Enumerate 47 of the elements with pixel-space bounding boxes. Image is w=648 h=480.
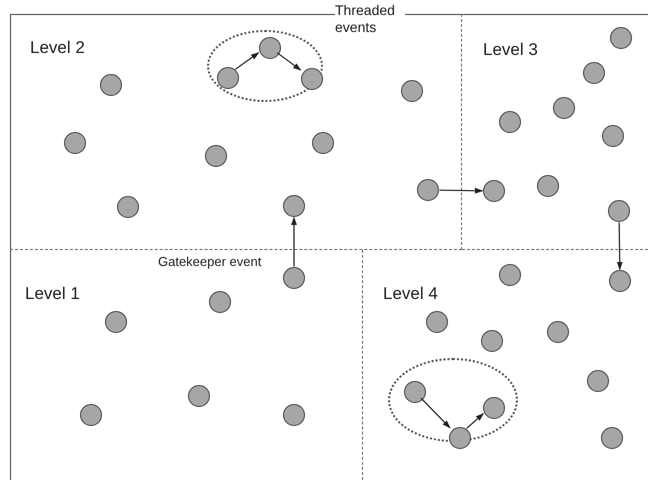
level-label: Level 4 [383, 284, 438, 304]
event-circle [537, 175, 559, 197]
event-circle [100, 74, 122, 96]
event-circle [283, 404, 305, 426]
event-circle [547, 321, 569, 343]
event-circle [499, 111, 521, 133]
event-circle [80, 404, 102, 426]
event-circle [499, 264, 521, 286]
level-label: Level 2 [30, 38, 85, 58]
event-circle [283, 195, 305, 217]
event-circle [117, 196, 139, 218]
event-circle [301, 68, 323, 90]
event-circle [483, 180, 505, 202]
event-circle [602, 125, 624, 147]
event-circle [205, 145, 227, 167]
arrow [420, 398, 451, 428]
event-circle [259, 37, 281, 59]
arrow [616, 222, 623, 270]
event-circle [401, 80, 423, 102]
arrow [235, 52, 260, 70]
event-circle [404, 381, 426, 403]
event-circle [587, 370, 609, 392]
arrow [440, 188, 484, 194]
arrow [466, 413, 484, 429]
event-circle [426, 311, 448, 333]
level-label: Level 3 [483, 40, 538, 60]
event-circle [188, 385, 210, 407]
event-circle [553, 97, 575, 119]
event-circle [483, 397, 505, 419]
event-circle [601, 427, 623, 449]
edge-label: Gatekeeper event [157, 254, 262, 269]
event-circle [610, 27, 632, 49]
event-circle [449, 427, 471, 449]
event-circle [217, 67, 239, 89]
event-circle [609, 270, 631, 292]
event-circle [105, 311, 127, 333]
event-circle [417, 179, 439, 201]
level-label: Level 1 [25, 284, 80, 304]
event-circle [481, 330, 503, 352]
event-circle [583, 62, 605, 84]
event-circle [283, 267, 305, 289]
event-circle [209, 291, 231, 313]
event-circle [64, 132, 86, 154]
event-circle [312, 132, 334, 154]
event-circle [608, 200, 630, 222]
arrow [291, 216, 297, 266]
arrow [276, 52, 302, 71]
